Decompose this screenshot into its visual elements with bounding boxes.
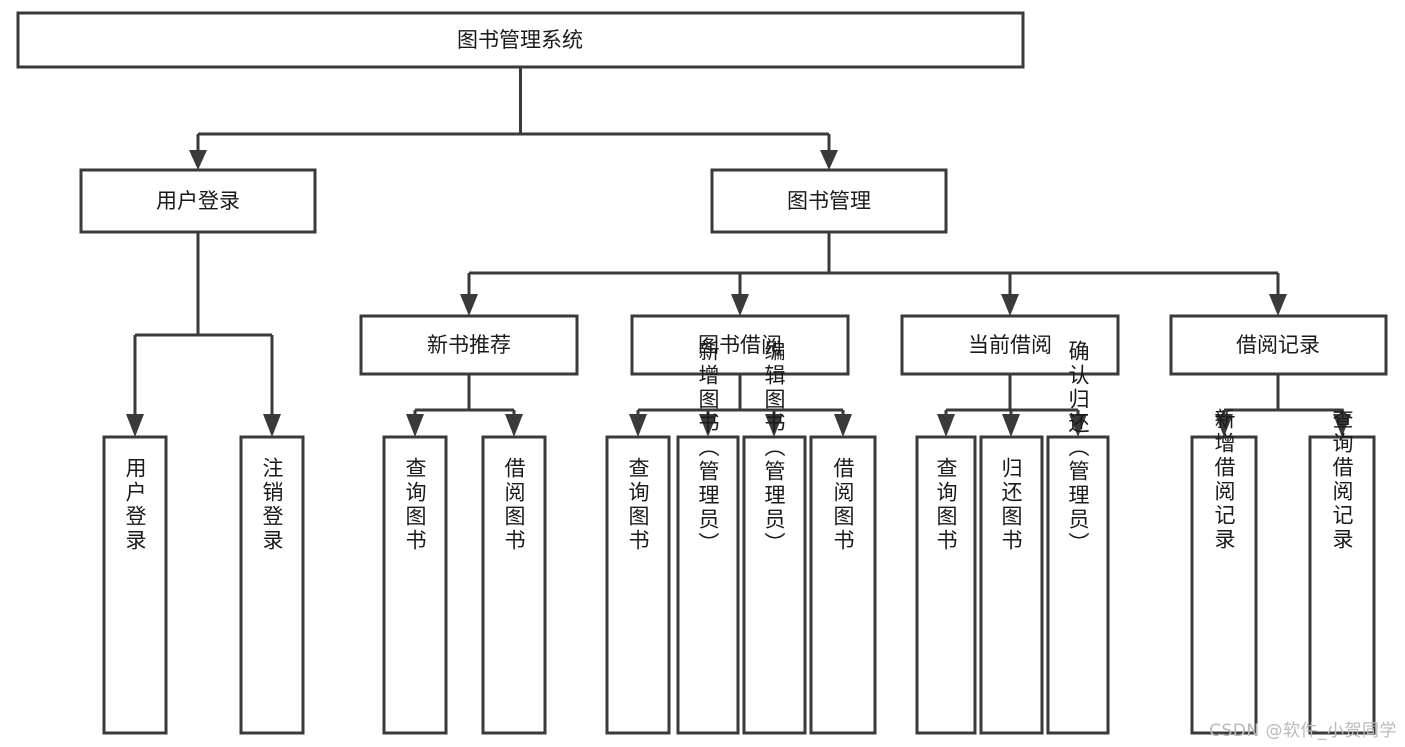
node-root-label: 图书管理系统 <box>457 28 583 52</box>
node-user-login-label: 用户登录 <box>156 189 240 213</box>
node-borrow-records-box[interactable] <box>1169 314 1388 376</box>
node-borrow-records[interactable]: 借阅记录 <box>1169 314 1388 376</box>
connector-group-records <box>1215 374 1351 437</box>
arrow-bookmgmt-to-current <box>1001 294 1019 316</box>
leaf-edit-book-admin[interactable]: 编辑图书（管理员） <box>742 340 807 735</box>
leaf-add-borrow-record[interactable]: 新增借阅记录 <box>1190 408 1258 735</box>
connector-group-root <box>189 67 838 170</box>
node-current-borrow-box[interactable] <box>900 314 1120 376</box>
arrow-borrow-leaf3 <box>765 414 783 437</box>
node-book-management-label: 图书管理 <box>787 189 871 213</box>
leaf-query-book-borrow[interactable]: 查询图书 <box>605 435 671 735</box>
leaf-borrow-book-recommend-box[interactable] <box>481 435 547 735</box>
arrow-records-leaf1 <box>1215 414 1233 437</box>
node-book-management-box[interactable] <box>710 168 948 234</box>
leaf-query-borrow-record-box[interactable] <box>1308 435 1376 735</box>
leaf-query-borrow-record[interactable]: 查询借阅记录 <box>1308 408 1376 735</box>
arrow-current-leaf3 <box>1069 414 1087 437</box>
node-root-box[interactable] <box>16 11 1025 69</box>
leaf-query-borrow-record-label: 查询借阅记录 <box>1330 408 1354 552</box>
leaf-query-book-borrow-label: 查询图书 <box>626 457 650 553</box>
node-book-borrow-box[interactable] <box>630 314 850 376</box>
leaf-confirm-return-admin-label: 确认归还（管理员） <box>1066 340 1090 556</box>
leaf-borrow-book-box[interactable] <box>809 435 877 735</box>
node-user-login[interactable]: 用户登录 <box>79 168 317 234</box>
node-book-management[interactable]: 图书管理 <box>710 168 948 234</box>
leaf-query-book-current[interactable]: 查询图书 <box>915 435 977 735</box>
leaf-borrow-book-label: 借阅图书 <box>831 457 855 553</box>
leaf-borrow-book-recommend-label: 借阅图书 <box>502 457 526 553</box>
arrow-borrow-leaf4 <box>834 414 852 437</box>
leaf-add-book-admin[interactable]: 新增图书（管理员） <box>676 340 740 735</box>
arrow-current-leaf1 <box>937 414 955 437</box>
leaf-user-login[interactable]: 用户登录 <box>102 435 168 735</box>
leaf-query-book-recommend[interactable]: 查询图书 <box>382 435 448 735</box>
connector-group-bookmgmt <box>460 232 1287 316</box>
leaf-add-book-admin-label: 新增图书（管理员） <box>696 340 720 556</box>
leaf-query-book-borrow-box[interactable] <box>605 435 671 735</box>
node-new-book-recommend-label: 新书推荐 <box>427 333 511 357</box>
connector-group-borrow <box>629 374 852 437</box>
leaf-confirm-return-admin[interactable]: 确认归还（管理员） <box>1046 340 1110 735</box>
leaf-edit-book-admin-label: 编辑图书（管理员） <box>762 340 786 556</box>
arrow-bookmgmt-to-borrow <box>731 294 749 316</box>
node-borrow-records-label: 借阅记录 <box>1236 333 1320 357</box>
leaf-query-book-recommend-label: 查询图书 <box>403 457 427 553</box>
node-new-book-recommend[interactable]: 新书推荐 <box>359 314 579 376</box>
arrow-bookmgmt-to-newbook <box>460 294 478 316</box>
leaf-return-book-label: 归还图书 <box>999 457 1023 553</box>
node-current-borrow[interactable]: 当前借阅 <box>900 314 1120 376</box>
leaf-user-login-label: 用户登录 <box>123 457 147 553</box>
leaf-logout-label: 注销登录 <box>260 457 284 553</box>
leaf-query-book-current-label: 查询图书 <box>934 457 958 553</box>
arrow-root-to-bookmgmt <box>820 150 838 170</box>
arrow-login-leaf1 <box>126 414 144 437</box>
connector-group-login <box>126 232 281 437</box>
node-root[interactable]: 图书管理系统 <box>16 11 1025 69</box>
leaf-borrow-book-recommend[interactable]: 借阅图书 <box>481 435 547 735</box>
leaf-return-book-box[interactable] <box>979 435 1044 735</box>
arrow-login-leaf2 <box>263 414 281 437</box>
leaf-query-book-current-box[interactable] <box>915 435 977 735</box>
connector-group-newbook <box>406 374 523 437</box>
leaf-user-login-box[interactable] <box>102 435 168 735</box>
leaf-logout[interactable]: 注销登录 <box>239 435 305 735</box>
arrow-records-leaf2 <box>1333 414 1351 437</box>
connector-group-current <box>937 374 1087 437</box>
arrow-borrow-leaf1 <box>629 414 647 437</box>
leaf-query-book-recommend-box[interactable] <box>382 435 448 735</box>
leaf-confirm-return-admin-box[interactable] <box>1046 435 1110 735</box>
arrow-bookmgmt-to-records <box>1269 294 1287 316</box>
arrow-current-leaf2 <box>1002 414 1020 437</box>
arrow-borrow-leaf2 <box>699 414 717 437</box>
leaf-logout-box[interactable] <box>239 435 305 735</box>
arrow-newbook-leaf1 <box>406 414 424 437</box>
node-user-login-box[interactable] <box>79 168 317 234</box>
leaf-borrow-book[interactable]: 借阅图书 <box>809 435 877 735</box>
leaf-add-borrow-record-box[interactable] <box>1190 435 1258 735</box>
arrow-root-to-login <box>189 150 207 170</box>
node-new-book-recommend-box[interactable] <box>359 314 579 376</box>
leaf-add-borrow-record-label: 新增借阅记录 <box>1212 408 1236 552</box>
node-current-borrow-label: 当前借阅 <box>968 333 1052 357</box>
leaf-add-book-admin-box[interactable] <box>676 435 740 735</box>
node-book-borrow-label: 图书借阅 <box>698 333 782 357</box>
csdn-watermark: CSDN @软件_小贺同学 <box>1209 721 1397 741</box>
node-book-borrow[interactable]: 图书借阅 <box>630 314 850 376</box>
leaf-return-book[interactable]: 归还图书 <box>979 435 1044 735</box>
arrow-newbook-leaf2 <box>505 414 523 437</box>
leaf-edit-book-admin-box[interactable] <box>742 435 807 735</box>
